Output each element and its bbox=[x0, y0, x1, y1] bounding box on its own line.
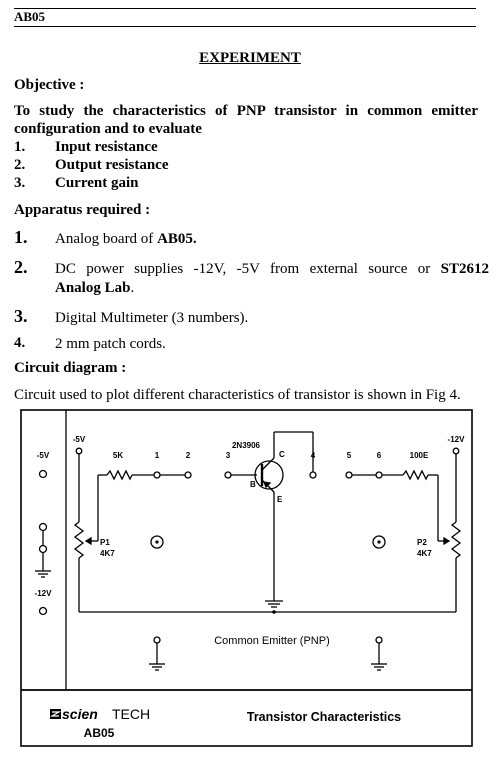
objective-item-text: Input resistance bbox=[55, 139, 158, 155]
transistor-label: 2N3906 bbox=[232, 441, 261, 450]
terminal-circle[interactable] bbox=[38, 522, 48, 532]
header-bottom-rule bbox=[14, 26, 476, 27]
objective-heading: Objective : bbox=[14, 77, 85, 93]
potentiometer-p2 bbox=[450, 521, 462, 559]
apparatus-item-num: 3. bbox=[14, 306, 28, 326]
objective-item-num: 2. bbox=[14, 157, 26, 173]
terminal-circle[interactable] bbox=[452, 447, 460, 455]
p1-value-label: 4K7 bbox=[100, 549, 115, 558]
resistor-100e bbox=[402, 469, 429, 481]
resistor-5k-label: 5K bbox=[113, 451, 123, 460]
base-pin-label: B bbox=[250, 480, 256, 489]
test-point[interactable] bbox=[372, 535, 386, 549]
circuit-description: Circuit used to plot different character… bbox=[14, 387, 461, 403]
left-supply-bottom-label: -12V bbox=[35, 589, 53, 598]
terminal-circle[interactable] bbox=[75, 447, 83, 455]
board-title: Transistor Characteristics bbox=[247, 710, 401, 724]
node-label: 4 bbox=[311, 451, 316, 460]
objective-item-text: Output resistance bbox=[55, 157, 169, 173]
objective-item-num: 1. bbox=[14, 139, 26, 155]
terminal-circle[interactable] bbox=[153, 636, 161, 644]
node-label: 2 bbox=[186, 451, 191, 460]
terminal-circle[interactable] bbox=[309, 471, 317, 479]
circuit-heading: Circuit diagram : bbox=[14, 360, 127, 376]
apparatus-item-num: 2. bbox=[14, 257, 28, 277]
node-label: 6 bbox=[377, 451, 382, 460]
apparatus-item-bold: ST2612 bbox=[440, 261, 489, 277]
apparatus-item-bold: Analog Lab bbox=[55, 280, 131, 296]
apparatus-item-text: DC power supplies -12V, -5V from externa… bbox=[55, 261, 441, 277]
resistor-100e-label: 100E bbox=[410, 451, 429, 460]
potentiometer-p1 bbox=[73, 521, 85, 559]
diagram-frame bbox=[20, 409, 473, 747]
terminal-circle[interactable] bbox=[153, 471, 161, 479]
terminal-circle[interactable] bbox=[38, 469, 48, 479]
apparatus-item-bold: AB05. bbox=[157, 231, 197, 247]
objective-item-num: 3. bbox=[14, 175, 26, 191]
board-code: AB05 bbox=[84, 726, 115, 740]
terminal-circle[interactable] bbox=[224, 471, 232, 479]
apparatus-item-text: 2 mm patch cords. bbox=[55, 336, 166, 352]
scientech-logo: scien TECH bbox=[49, 706, 150, 722]
terminal-circle[interactable] bbox=[38, 606, 48, 616]
collector-pin-label: C bbox=[279, 450, 285, 459]
logo-text-bold: scien bbox=[62, 706, 98, 722]
page-title: EXPERIMENT bbox=[199, 50, 301, 66]
objective-item: 2. Output resistance bbox=[14, 157, 168, 174]
emitter-pin-label: E bbox=[277, 495, 283, 504]
node-label: 5 bbox=[347, 451, 352, 460]
minus12v-label: -12V bbox=[448, 435, 466, 444]
p2-name-label: P2 bbox=[417, 538, 427, 547]
objective-item-text: Current gain bbox=[55, 175, 139, 191]
header-code: AB05 bbox=[14, 9, 46, 24]
common-emitter-label: Common Emitter (PNP) bbox=[214, 635, 330, 647]
apparatus-item-text: Digital Multimeter (3 numbers). bbox=[55, 310, 249, 326]
terminal-circle[interactable] bbox=[375, 636, 383, 644]
minus5v-label: -5V bbox=[73, 435, 86, 444]
resistor-5k bbox=[106, 469, 133, 481]
node-label: 1 bbox=[155, 451, 160, 460]
objective-item: 3. Current gain bbox=[14, 175, 138, 192]
wiper-arrow bbox=[443, 536, 451, 546]
left-supply-top-label: -5V bbox=[37, 451, 50, 460]
apparatus-item-suffix: . bbox=[130, 280, 135, 296]
logo-text-light: TECH bbox=[112, 706, 150, 722]
terminal-circle[interactable] bbox=[345, 471, 353, 479]
apparatus-item-num: 4. bbox=[14, 335, 26, 351]
transistor-pnp bbox=[254, 460, 284, 490]
terminal-circle[interactable] bbox=[184, 471, 192, 479]
node-label: 3 bbox=[226, 451, 231, 460]
terminal-circle[interactable] bbox=[375, 471, 383, 479]
p2-value-label: 4K7 bbox=[417, 549, 432, 558]
objective-item: 1. Input resistance bbox=[14, 139, 158, 156]
apparatus-item-text: Analog board of bbox=[55, 231, 158, 247]
header-top-rule bbox=[14, 8, 476, 9]
apparatus-heading: Apparatus required : bbox=[14, 202, 151, 218]
apparatus-item-num: 1. bbox=[14, 227, 28, 247]
p1-name-label: P1 bbox=[100, 538, 110, 547]
objective-text: To study the characteristics of PNP tran… bbox=[14, 103, 478, 137]
terminal-circle[interactable] bbox=[38, 544, 48, 554]
test-point[interactable] bbox=[150, 535, 164, 549]
wiper-arrow bbox=[84, 536, 92, 546]
